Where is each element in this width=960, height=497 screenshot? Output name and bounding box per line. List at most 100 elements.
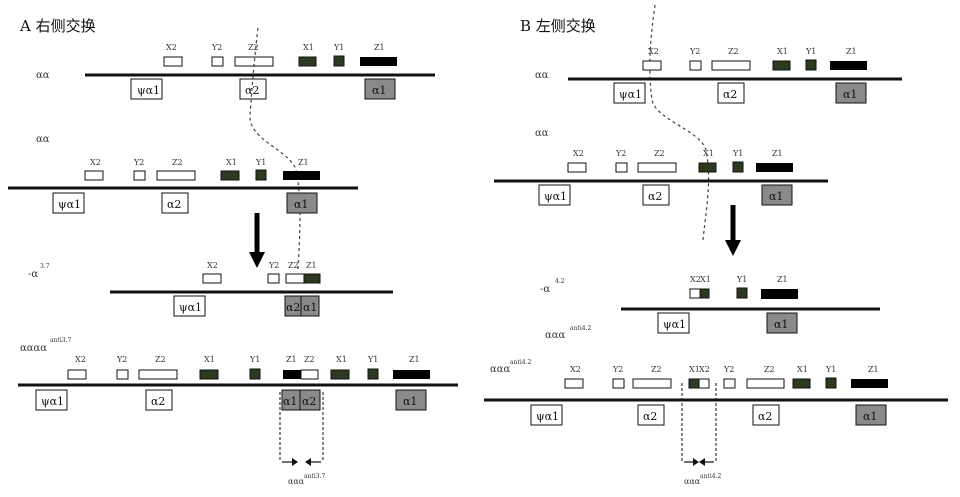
box-label-z2: Z2	[651, 365, 662, 374]
box-label-x2: X2	[699, 365, 710, 374]
box-x2-hybrid	[698, 378, 710, 389]
gene-label-a1: α1	[843, 88, 857, 101]
panel-a-title: A 右侧交换	[19, 17, 96, 35]
box-label-z2: Z2	[654, 149, 665, 158]
box-label-x2: X2	[690, 275, 701, 284]
box-y2	[615, 162, 628, 173]
box-label-y2: Y2	[268, 261, 279, 270]
panel-a-row-2: αα X2 Y2 Z2 X1 Y1 Z1 ψα1 α2 α1	[8, 134, 358, 214]
box-label-z1: Z1	[409, 355, 420, 364]
box-label-y1: Y1	[732, 149, 743, 158]
box-label-y2: Y2	[133, 158, 144, 167]
gene-psi-a1	[35, 389, 68, 411]
gene-label-a2: α2	[758, 410, 772, 423]
gene-a1	[286, 192, 318, 214]
gene-a2	[637, 404, 665, 426]
crossover-line-a	[249, 27, 301, 271]
gene-label-a2: α2	[302, 395, 316, 408]
gene-psi-a1	[52, 192, 85, 214]
box-label-z1: Z1	[286, 355, 297, 364]
box-label-z1: Z1	[306, 261, 317, 270]
box-label-x1: X1	[689, 365, 700, 374]
crossover-line-b	[649, 4, 710, 241]
box-label-z2: Z2	[248, 43, 259, 52]
box-y2	[689, 60, 702, 71]
box-y2	[723, 378, 736, 389]
box-z2-hybrid	[300, 369, 319, 380]
gene-label-psi-a1: ψα1	[536, 410, 559, 423]
box-z1	[283, 171, 320, 180]
gene-label-a2: α2	[643, 410, 657, 423]
box-y1	[249, 368, 261, 380]
box-z1	[393, 370, 430, 379]
box-y1	[732, 161, 744, 173]
duplication-marker-a: ααα anti3.7	[279, 392, 325, 486]
gene-a1	[364, 78, 396, 100]
box-x2	[567, 162, 587, 173]
gene-psi-a1	[530, 404, 563, 426]
panel-b-row-3: -α 4.2 X2 X1 Y1 Z1 ψα1 α1	[540, 275, 880, 334]
box-label-y1: Y1	[333, 43, 344, 52]
gene-label-a2: α2	[167, 198, 181, 211]
panel-a-row-3: -α 3.7 X2 Y2 Z2 Z1 ψα1 α2 α1	[28, 261, 393, 317]
box-x2-hybrid	[689, 288, 701, 299]
box-label-z1: Z1	[374, 43, 385, 52]
box-x2	[642, 60, 662, 71]
box-label-y2: Y2	[612, 365, 623, 374]
row-label: αα	[36, 70, 50, 81]
box-label-x1: X1	[226, 158, 237, 167]
gene-a1-hybrid	[300, 295, 320, 317]
duplication-label-sup: anti3.7	[304, 473, 325, 480]
box-label-y2: Y2	[211, 43, 222, 52]
box-x2	[202, 273, 222, 284]
box-label-x1: X1	[336, 355, 347, 364]
box-z1-hybrid	[303, 273, 321, 284]
gene-a1	[766, 312, 798, 334]
box-label-y1: Y1	[736, 275, 747, 284]
box-y2	[267, 273, 280, 284]
gene-a2	[642, 184, 670, 206]
row-label: -α	[540, 284, 550, 295]
gene-psi-a1	[657, 312, 690, 334]
box-z1	[761, 289, 798, 299]
box-label-z1: Z1	[298, 158, 309, 167]
box-z1	[756, 163, 793, 172]
box-x1	[298, 56, 317, 67]
box-label-z1: Z1	[868, 365, 879, 374]
row-label-sup: 3.7	[40, 263, 50, 270]
box-label-x1: X1	[204, 355, 215, 364]
duplication-label: ααα	[684, 477, 701, 486]
panel-b-row-2: αα X2 Y2 Z2 X1 Y1 Z1 ψα1 α2 α1	[494, 128, 828, 206]
box-label-z2: Z2	[172, 158, 183, 167]
panel-b-title: B 左侧交换	[520, 17, 596, 35]
gene-label-a2: α2	[648, 190, 662, 203]
box-x1-hybrid	[699, 288, 710, 299]
row-label: -α	[28, 269, 38, 280]
row-label: αα	[535, 128, 549, 139]
box-y2	[133, 170, 146, 181]
box-x1	[220, 170, 240, 181]
box-z1	[851, 379, 888, 388]
gene-psi-a1	[613, 82, 646, 104]
box-label-z2: Z2	[288, 261, 299, 270]
box-y1	[255, 169, 267, 181]
gene-a2	[161, 192, 189, 214]
gene-psi-a1	[538, 184, 571, 206]
box-z2	[711, 60, 751, 71]
box-label-z2: Z2	[155, 355, 166, 364]
gene-label-psi-a1: ψα1	[41, 395, 64, 408]
box-z2	[138, 369, 178, 380]
gene-psi-a1	[173, 295, 206, 317]
row-label: αα	[535, 70, 549, 81]
gene-label-psi-a1: ψα1	[619, 88, 642, 101]
box-y2	[612, 378, 625, 389]
box-label-z2: Z2	[728, 47, 739, 56]
box-y2	[116, 369, 129, 380]
box-z1-hybrid	[283, 370, 301, 379]
box-x1	[792, 378, 811, 389]
gene-label-psi-a1: ψα1	[663, 318, 686, 331]
box-label-y1: Y1	[255, 158, 266, 167]
gene-label-psi-a1: ψα1	[58, 198, 81, 211]
panel-a-row-1: αα X2 Y2 Z2 X1 Y1 Z1 ψα1 α2 α1	[36, 43, 435, 100]
